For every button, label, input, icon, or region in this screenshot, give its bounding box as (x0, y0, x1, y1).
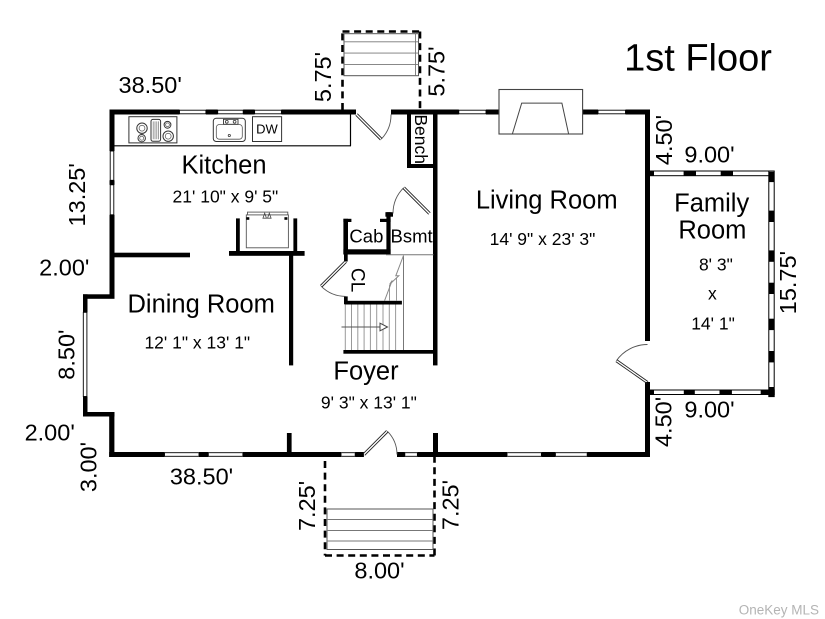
svg-text:Family: Family (674, 190, 749, 218)
svg-text:8.00': 8.00' (354, 558, 404, 584)
svg-text:2.00': 2.00' (25, 420, 75, 446)
svg-text:OneKey MLS: OneKey MLS (739, 603, 819, 618)
svg-text:x: x (708, 284, 717, 304)
svg-text:Living Room: Living Room (476, 186, 618, 214)
svg-text:Dining Room: Dining Room (127, 290, 274, 318)
svg-text:38.50': 38.50' (119, 72, 182, 98)
svg-text:7.25': 7.25' (437, 480, 463, 530)
svg-text:9' 3" x 13' 1": 9' 3" x 13' 1" (321, 392, 417, 412)
svg-text:38.50': 38.50' (170, 464, 233, 490)
svg-text:Cab: Cab (349, 226, 383, 247)
svg-text:14' 1": 14' 1" (691, 314, 735, 334)
svg-text:CL: CL (347, 268, 368, 292)
svg-text:5.75': 5.75' (310, 52, 336, 102)
svg-text:Foyer: Foyer (333, 358, 399, 386)
svg-text:Room: Room (678, 217, 746, 245)
svg-text:4.50': 4.50' (651, 397, 677, 447)
svg-text:15.75': 15.75' (775, 251, 801, 314)
svg-text:Bsmt: Bsmt (391, 226, 433, 247)
svg-text:4.50': 4.50' (651, 115, 677, 165)
svg-text:21' 10" x 9' 5": 21' 10" x 9' 5" (173, 186, 279, 206)
svg-text:8' 3": 8' 3" (699, 255, 733, 275)
svg-text:7.25': 7.25' (294, 481, 320, 531)
svg-text:Bench: Bench (411, 114, 431, 164)
svg-text:13.25': 13.25' (64, 163, 90, 226)
svg-text:5.75': 5.75' (424, 46, 450, 96)
svg-text:14' 9" x 23' 3": 14' 9" x 23' 3" (490, 229, 596, 249)
svg-text:1st Floor: 1st Floor (624, 38, 772, 80)
svg-text:9.00': 9.00' (684, 397, 734, 423)
svg-text:Kitchen: Kitchen (181, 152, 266, 180)
svg-text:2.00': 2.00' (39, 255, 89, 281)
svg-text:3.00': 3.00' (76, 442, 102, 492)
svg-text:8.50': 8.50' (54, 329, 80, 379)
svg-text:DW: DW (256, 122, 278, 137)
svg-text:12' 1" x 13' 1": 12' 1" x 13' 1" (144, 332, 250, 352)
svg-text:9.00': 9.00' (684, 142, 734, 168)
